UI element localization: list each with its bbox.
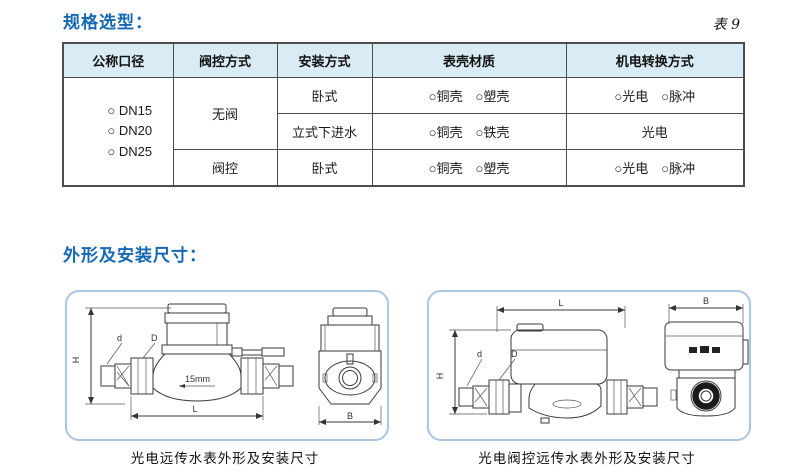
dimension-h: H	[71, 307, 171, 405]
dimension-b: B	[668, 296, 744, 324]
cable-outlet	[231, 347, 285, 357]
svg-text:L: L	[558, 298, 563, 308]
header-nominal-diameter: 公称口径	[62, 42, 174, 78]
diameter-option-dn25: ○ DN25	[107, 143, 153, 159]
table-row: 阀控 卧式 ○铜壳 ○塑壳 ○光电 ○脉冲	[63, 149, 745, 187]
meter-front-view: B	[318, 307, 382, 425]
cell-install-0: 卧式	[276, 77, 373, 114]
cell-valve-control: 阀控	[172, 149, 278, 187]
cell-valve-none: 无阀	[172, 77, 278, 150]
header-install-mode: 安装方式	[276, 42, 373, 78]
meter-body	[528, 383, 602, 424]
label-D: D	[498, 349, 518, 381]
dimension-l: L	[496, 298, 626, 332]
svg-text:d: d	[117, 333, 122, 343]
diagram-panel-photoelectric-meter: H 15mm	[65, 290, 389, 441]
svg-text:15mm: 15mm	[185, 374, 210, 384]
cell-material-1: ○铜壳 ○铁壳	[371, 113, 567, 150]
cell-install-1: 立式下进水	[276, 113, 373, 150]
label-D: D	[142, 333, 158, 359]
diameter-option-dn20: ○ DN20	[107, 123, 153, 139]
caption-valve-control-meter: 光电阀控远传水表外形及安装尺寸	[478, 451, 696, 466]
cell-install-2: 卧式	[276, 149, 373, 187]
cell-conversion-1: 光电	[565, 113, 745, 150]
table-header-row: 公称口径 阀控方式 安装方式 表壳材质 机电转换方式	[62, 42, 745, 78]
header-case-material: 表壳材质	[371, 42, 567, 78]
section-title-dimensions: 外形及安装尺寸：	[63, 246, 207, 265]
caption-photoelectric-meter: 光电远传水表外形及安装尺寸	[130, 451, 320, 466]
brand-mark	[689, 346, 720, 353]
meter-body: 15mm	[152, 353, 242, 402]
table-row: 立式下进水 ○铜壳 ○铁壳 光电	[63, 113, 745, 150]
meter-register	[161, 303, 233, 355]
cell-material-0: ○铜壳 ○塑壳	[371, 77, 567, 114]
table-number-tag: 表 9	[712, 17, 740, 33]
cell-diameter-options: ○ DN15 ○ DN20 ○ DN25	[62, 77, 174, 187]
cell-conversion-0: ○光电 ○脉冲	[565, 77, 745, 114]
svg-text:D: D	[511, 349, 518, 359]
svg-text:B: B	[703, 296, 709, 306]
meter-technical-drawing-right: L H	[435, 296, 749, 424]
diagram-panel-valve-control-meter: L H	[427, 290, 751, 441]
dimension-b: B	[318, 406, 382, 425]
dimension-h: H	[435, 329, 511, 415]
valve-actuator-housing	[510, 323, 608, 385]
pipe-end-left	[100, 357, 154, 395]
svg-text:B: B	[347, 411, 353, 421]
header-valve-mode: 阀控方式	[172, 42, 278, 78]
diameter-option-dn15: ○ DN15	[107, 103, 153, 119]
spec-selection-table: 公称口径 阀控方式 安装方式 表壳材质 机电转换方式 ○ DN15 ○ DN20…	[62, 42, 745, 187]
label-d: d	[466, 349, 483, 387]
header-conversion-mode: 机电转换方式	[565, 42, 745, 78]
pipe-end-right	[606, 379, 658, 415]
pipe-end-right	[240, 357, 294, 395]
cell-material-2: ○铜壳 ○塑壳	[371, 149, 567, 187]
svg-text:d: d	[477, 349, 482, 359]
svg-text:D: D	[151, 333, 158, 343]
svg-text:H: H	[435, 373, 445, 380]
pipe-end-left	[458, 379, 522, 415]
svg-text:H: H	[71, 357, 81, 364]
meter-technical-drawing-left: H 15mm	[71, 303, 382, 425]
svg-text:L: L	[192, 404, 197, 414]
cell-conversion-2: ○光电 ○脉冲	[565, 149, 745, 187]
table-row: ○ DN15 ○ DN20 ○ DN25 无阀 卧式 ○铜壳 ○塑壳 ○光电 ○…	[62, 77, 745, 187]
label-d: d	[106, 333, 123, 365]
dimension-l: L	[130, 396, 264, 420]
meter-front-view: B	[664, 296, 749, 417]
section-title-spec-selection: 规格选型：	[63, 13, 153, 32]
